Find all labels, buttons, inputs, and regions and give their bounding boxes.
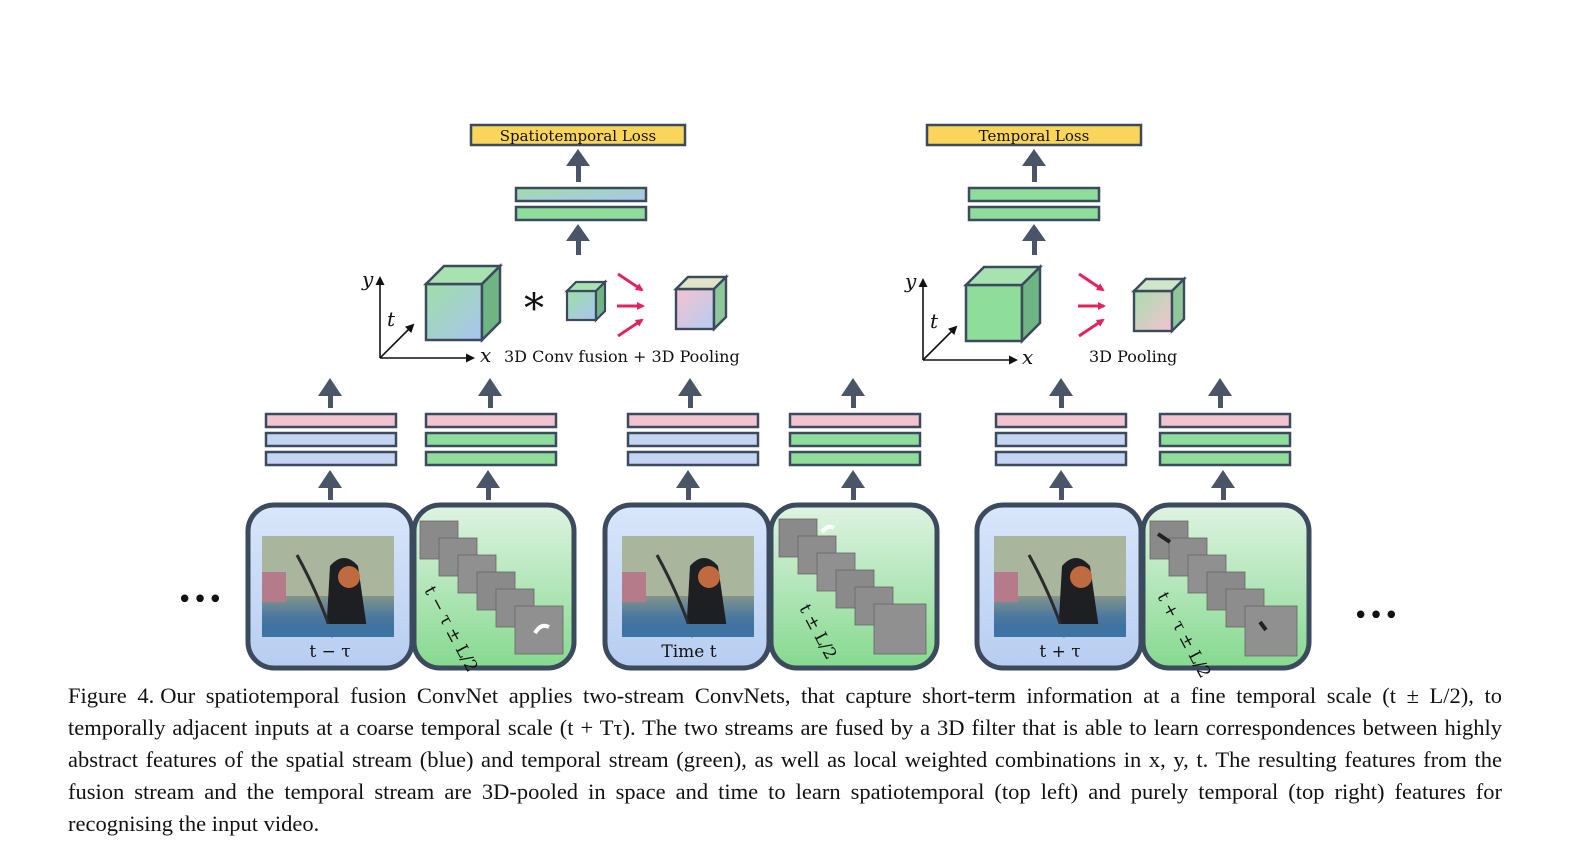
temporal-stack-2	[788, 412, 922, 467]
temporal-stack-1	[424, 412, 558, 467]
optical-flow-tiles	[1149, 520, 1298, 657]
up-arrow-icon	[841, 470, 865, 500]
pooling-arrows-left	[617, 272, 645, 338]
up-arrow-icon	[678, 378, 702, 408]
video-frame-thumbnail	[262, 536, 394, 638]
up-arrow-icon	[476, 470, 500, 500]
axes-left	[375, 276, 475, 363]
caption-label: Figure 4.	[68, 683, 155, 708]
up-arrow-icon	[318, 470, 342, 500]
spatial-stack-2	[626, 412, 760, 467]
flow-stack-1: t − τ ± L/2	[411, 502, 577, 676]
up-arrow-icon	[1208, 378, 1232, 408]
up-arrow-icon	[1022, 224, 1046, 255]
axis-x-left: x	[480, 343, 491, 367]
architecture-figure: Spatiotemporal Loss Temporal Loss y t x …	[177, 123, 1399, 680]
up-arrow-icon	[318, 378, 342, 408]
up-arrow-icon	[1211, 470, 1235, 500]
temporal-pooling-label: 3D Pooling	[1089, 347, 1177, 366]
up-arrows-bottom	[318, 470, 1235, 500]
spatial-stack-1	[264, 412, 398, 467]
rgb-frame-3: t + τ	[974, 502, 1144, 671]
axes-right	[918, 278, 1018, 365]
flow-stack-3: t + τ ± L/2	[1140, 502, 1312, 680]
temporal-loss-label: Temporal Loss	[979, 127, 1090, 145]
up-arrow-icon	[566, 224, 590, 255]
caption-text: Our spatiotemporal fusion ConvNet applie…	[68, 683, 1502, 836]
video-frame-thumbnail	[622, 536, 754, 638]
up-arrow-icon	[676, 470, 700, 500]
temporal-fc-layers	[967, 186, 1101, 222]
temporal-pooled-cube	[1131, 276, 1187, 334]
up-arrow-icon	[1022, 149, 1046, 182]
optical-flow-tiles	[778, 518, 927, 655]
spatiotemporal-loss-label: Spatiotemporal Loss	[500, 127, 657, 145]
fusion-pooling-label: 3D Conv fusion + 3D Pooling	[504, 347, 740, 366]
fusion-pooled-cube	[673, 274, 729, 332]
conv-filter-cube	[564, 279, 608, 323]
ellipsis-left: •••	[177, 585, 223, 615]
axis-x-right: x	[1022, 345, 1033, 369]
axis-y-right: y	[904, 269, 917, 293]
up-arrow-icon	[566, 149, 590, 182]
rgb-frame-label: t + τ	[1039, 642, 1080, 662]
up-arrow-icon	[1049, 378, 1073, 408]
temporal-loss-box: Temporal Loss	[925, 123, 1143, 147]
fusion-input-cube	[422, 262, 504, 344]
rgb-frame-2: Time t	[602, 502, 772, 671]
up-arrow-icon	[478, 378, 502, 408]
conv-operator: *	[524, 286, 544, 332]
pooling-arrows-right	[1078, 272, 1106, 338]
temporal-input-cube	[962, 263, 1044, 345]
fusion-fc-layers	[514, 186, 648, 222]
axis-t-left: t	[387, 307, 396, 331]
up-arrows-top	[566, 149, 1046, 255]
video-frame-thumbnail	[994, 536, 1126, 638]
figure-caption: Figure 4.Our spatiotemporal fusion ConvN…	[68, 680, 1502, 840]
temporal-stack-3	[1158, 412, 1292, 467]
rgb-frame-label: t − τ	[309, 642, 350, 662]
up-arrow-icon	[1049, 470, 1073, 500]
ellipsis-right: •••	[1353, 601, 1399, 631]
spatiotemporal-loss-box: Spatiotemporal Loss	[469, 123, 687, 147]
axis-t-right: t	[930, 309, 939, 333]
rgb-frame-label: Time t	[661, 642, 716, 662]
spatial-stack-3	[994, 412, 1128, 467]
up-arrow-icon	[841, 378, 865, 408]
axis-y-left: y	[361, 267, 374, 291]
up-arrows-middle	[318, 378, 1232, 408]
rgb-frame-1: t − τ	[245, 502, 415, 671]
conv-stacks	[264, 412, 1292, 467]
optical-flow-tiles	[419, 520, 564, 655]
flow-stack-2: t ± L/2	[768, 502, 940, 671]
